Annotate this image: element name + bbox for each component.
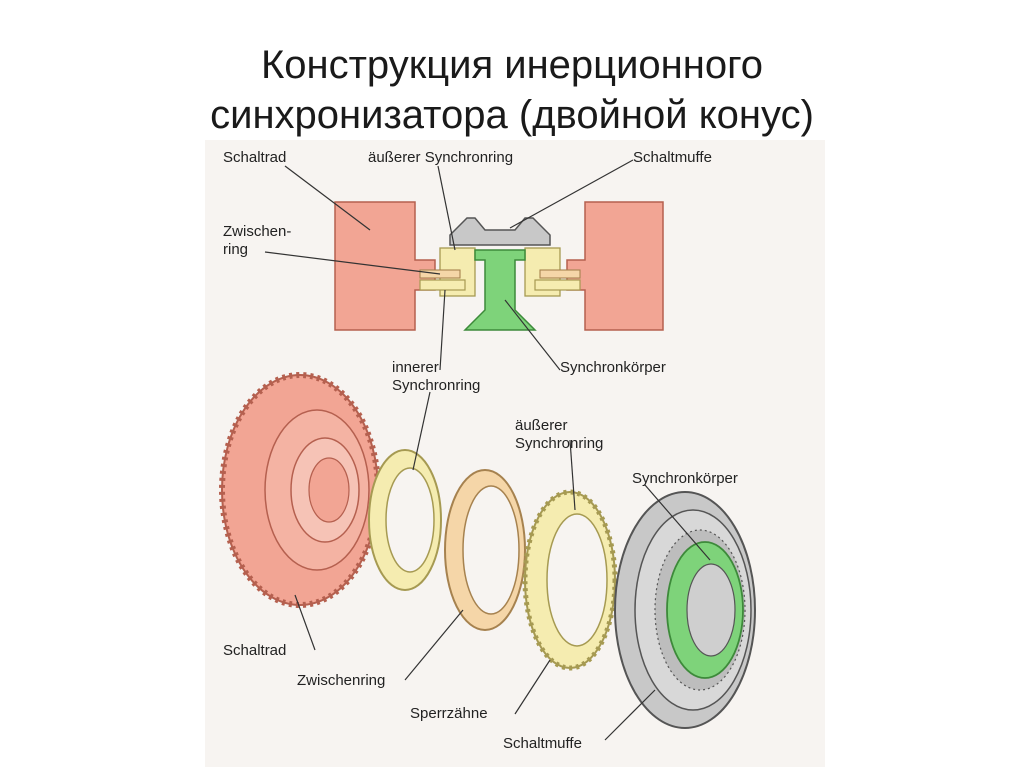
label-synchronkoerper-right: Synchronkörper xyxy=(632,470,738,487)
section-zwischen-right xyxy=(539,269,581,279)
exploded-aeusserer-synchronring xyxy=(522,489,618,671)
title-line-2: синхронизатора (двойной конус) xyxy=(210,93,814,137)
label-innerer-2: Synchronring xyxy=(392,377,480,394)
label-aeusserer-mid-1: äußerer xyxy=(515,417,568,434)
section-schaltmuffe xyxy=(449,217,551,246)
exploded-synchronkoerper xyxy=(666,541,744,679)
cross-section xyxy=(334,201,664,331)
section-schaltrad-left xyxy=(334,201,436,331)
label-synchronkoerper-top: Synchronkörper xyxy=(560,359,666,376)
title-line-1: Конструкция инерционного xyxy=(260,43,764,87)
label-aeusserer-top: äußerer Synchronring xyxy=(368,149,513,166)
synchronizer-diagram: Schaltrad äußerer Synchronring Schaltmuf… xyxy=(219,149,756,752)
section-innerer-right xyxy=(534,279,581,291)
label-sperrzaehne: Sperrzähne xyxy=(410,705,488,722)
label-schaltmuffe-bottom: Schaltmuffe xyxy=(503,735,582,752)
leader-lines xyxy=(264,159,711,741)
label-schaltrad-bottom: Schaltrad xyxy=(223,642,286,659)
exploded-zwischenring xyxy=(444,469,526,631)
synchronizer-figure: Schaltrad äußerer Synchronring Schaltmuf… xyxy=(205,140,825,767)
label-innerer-1: innerer xyxy=(392,359,439,376)
label-schaltrad-top: Schaltrad xyxy=(223,149,286,166)
exploded-innerer-synchronring xyxy=(368,449,442,591)
label-zwischen-top-1: Zwischen- xyxy=(223,223,291,240)
slide-title: Конструкция инерционного синхронизатора … xyxy=(0,40,1024,140)
label-zwischenring-bottom: Zwischenring xyxy=(297,672,385,689)
exploded-schaltrad xyxy=(219,372,381,608)
label-zwischen-top-2: ring xyxy=(223,241,248,258)
label-schaltmuffe-top: Schaltmuffe xyxy=(633,149,712,166)
section-innerer-left xyxy=(419,279,466,291)
section-schaltrad-right xyxy=(566,201,664,331)
section-synchronkoerper xyxy=(463,249,537,331)
label-aeusserer-mid-2: Synchronring xyxy=(515,435,603,452)
